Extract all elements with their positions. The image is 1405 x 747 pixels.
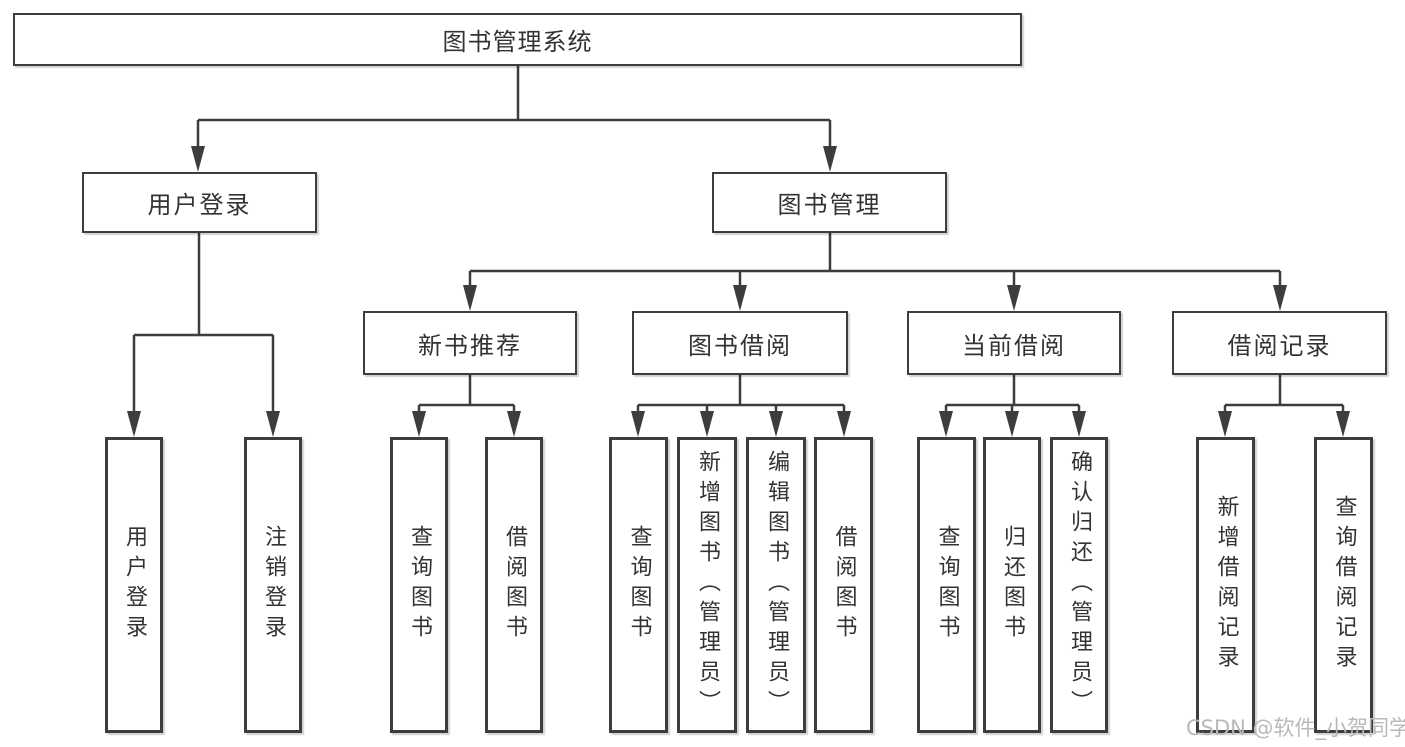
connector-new-book-recommend-children xyxy=(412,375,521,437)
node-label: 图书管理系统 xyxy=(442,28,593,56)
node-label: 当前借阅 xyxy=(962,331,1066,360)
node-label: 查询图书 xyxy=(407,525,432,645)
node-label: 借阅图书 xyxy=(831,525,857,645)
csdn-watermark: CSDN @软件_小贺同学 xyxy=(1186,716,1405,740)
node-leaf-query-books-current: 查询图书 xyxy=(917,437,976,733)
node-label: 新增图书（管理员） xyxy=(695,450,720,720)
connector-book-borrow-children xyxy=(631,375,851,437)
node-leaf-return-books: 归还图书 xyxy=(983,437,1041,733)
node-label: 用户登录 xyxy=(147,191,252,219)
node-borrow-records: 借阅记录 xyxy=(1172,311,1387,375)
node-label: 查询图书 xyxy=(626,525,652,645)
node-library-management-system: 图书管理系统 xyxy=(13,13,1022,66)
node-leaf-borrow-books-borrow: 借阅图书 xyxy=(814,437,873,733)
node-label: 确认归还（管理员） xyxy=(1067,450,1092,720)
node-leaf-add-borrow-record: 新增借阅记录 xyxy=(1196,437,1255,733)
node-leaf-query-books-recommend: 查询图书 xyxy=(390,437,448,733)
node-label: 新书推荐 xyxy=(418,331,522,360)
node-leaf-edit-books-admin: 编辑图书（管理员） xyxy=(746,437,806,733)
node-current-borrow: 当前借阅 xyxy=(907,311,1121,375)
node-user-login: 用户登录 xyxy=(82,172,317,233)
connector-current-borrow-children xyxy=(939,375,1086,437)
node-new-book-recommend: 新书推荐 xyxy=(363,311,577,375)
node-leaf-logout-action: 注销登录 xyxy=(244,437,302,733)
node-leaf-borrow-books-recommend: 借阅图书 xyxy=(485,437,543,733)
node-book-borrow: 图书借阅 xyxy=(632,311,848,375)
node-leaf-query-books-borrow: 查询图书 xyxy=(609,437,668,733)
connector-borrow-records-children xyxy=(1218,375,1350,437)
node-label: 新增借阅记录 xyxy=(1213,495,1239,675)
node-leaf-query-borrow-record: 查询借阅记录 xyxy=(1314,437,1373,733)
connector-root-to-level2 xyxy=(191,66,837,172)
node-label: 注销登录 xyxy=(261,525,286,645)
node-leaf-confirm-return-admin: 确认归还（管理员） xyxy=(1050,437,1108,733)
node-label: 编辑图书（管理员） xyxy=(764,450,789,720)
node-leaf-user-login-action: 用户登录 xyxy=(105,437,163,733)
node-label: 借阅记录 xyxy=(1227,331,1332,360)
node-label: 图书借阅 xyxy=(688,331,792,360)
connector-book-management-children xyxy=(463,233,1287,311)
node-label: 用户登录 xyxy=(122,525,147,645)
node-book-management: 图书管理 xyxy=(712,172,947,233)
node-label: 查询借阅记录 xyxy=(1331,495,1357,675)
connector-user-login-children xyxy=(127,233,280,437)
node-label: 图书管理 xyxy=(777,191,882,219)
node-leaf-add-books-admin: 新增图书（管理员） xyxy=(677,437,737,733)
node-label: 归还图书 xyxy=(1000,525,1025,645)
node-label: 查询图书 xyxy=(934,525,960,645)
node-label: 借阅图书 xyxy=(502,525,527,645)
